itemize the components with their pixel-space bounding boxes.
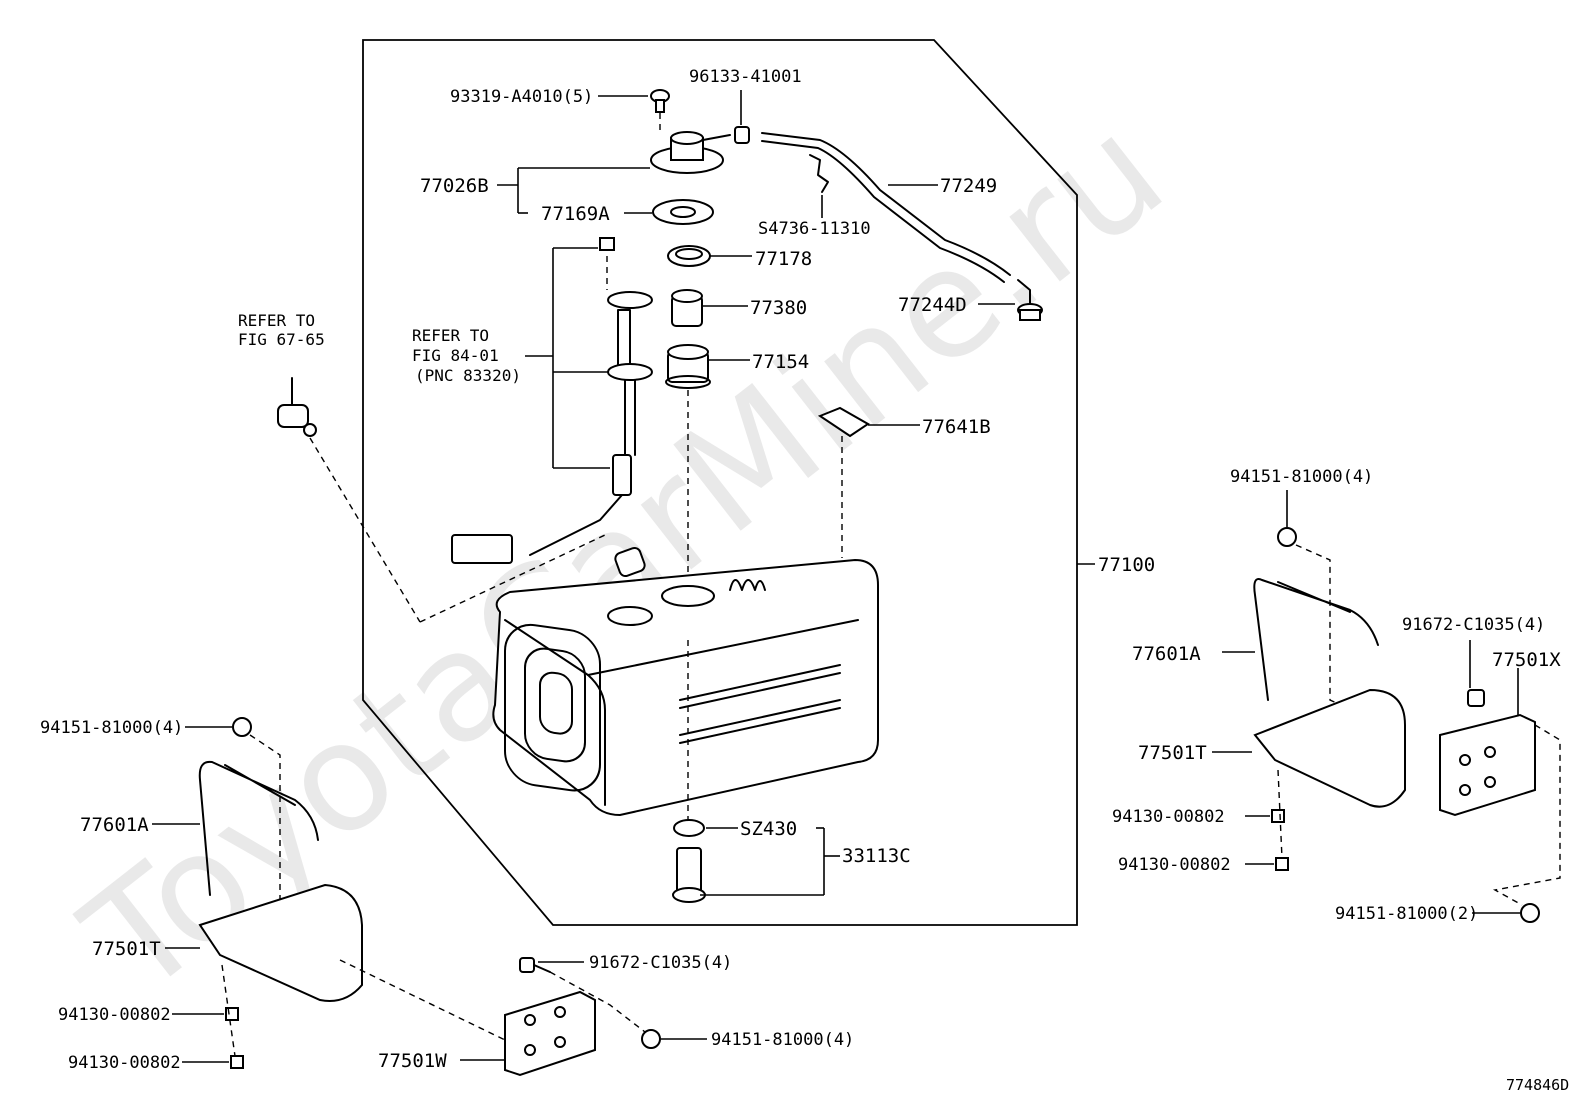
tank-pad-icon <box>817 406 870 438</box>
left-strap-icon <box>198 760 319 896</box>
right-nut-bottom-icon <box>1520 903 1540 923</box>
fuel-filter-icon <box>671 289 703 327</box>
refer-left-line1: REFER TO <box>238 311 315 330</box>
label-r-91672: 91672-C1035(4) <box>1402 615 1545 635</box>
label-77169a: 77169A <box>541 203 610 225</box>
figure-id: 774846D <box>1506 1076 1569 1094</box>
label-77641b: 77641B <box>922 416 991 438</box>
label-77380: 77380 <box>750 297 807 319</box>
label-l-94151: 94151-81000(4) <box>40 718 183 738</box>
label-r-94130-b: 94130-00802 <box>1118 855 1231 875</box>
right-nut-top-icon <box>1277 527 1297 547</box>
hose-fitting-icon <box>1017 279 1043 321</box>
sender-gasket-icon <box>652 199 714 225</box>
bottom-bracket-icon <box>504 990 596 1077</box>
label-b-77501w: 77501W <box>378 1050 447 1072</box>
hose-clamp-icon <box>734 126 750 144</box>
label-r-94151-top: 94151-81000(4) <box>1230 467 1373 487</box>
label-33113c: 33113C <box>842 845 911 867</box>
right-bolt-icon <box>1467 689 1485 707</box>
screw-93319-icon <box>650 89 670 113</box>
label-s4736: S4736-11310 <box>758 219 871 239</box>
bottom-nut-icon <box>641 1029 661 1049</box>
label-l-94130-a: 94130-00802 <box>58 1005 171 1025</box>
right-strap-icon <box>1253 578 1379 701</box>
refer-center-line1: REFER TO <box>412 326 489 345</box>
label-l-77501t: 77501T <box>92 938 161 960</box>
label-77244d: 77244D <box>898 294 967 316</box>
drain-plug-icon <box>672 847 706 903</box>
fuel-valve-icon <box>277 377 317 437</box>
left-nut-b-icon <box>230 1055 244 1069</box>
filler-cap-icon <box>665 344 711 389</box>
sender-screw-icon <box>599 237 615 251</box>
fuel-sender-cover-icon <box>650 131 731 174</box>
label-r-77501t: 77501T <box>1138 742 1207 764</box>
hose-clip-icon <box>809 154 829 193</box>
label-b-91672: 91672-C1035(4) <box>589 953 732 973</box>
fuel-tank-icon <box>492 546 879 817</box>
label-sz430: SZ430 <box>740 818 797 840</box>
vent-hose-icon <box>761 132 1011 276</box>
right-nut-a-icon <box>1271 809 1285 823</box>
label-96133: 96133-41001 <box>689 67 802 87</box>
refer-center-line3: (PNC 83320) <box>415 366 521 385</box>
bottom-bolt-icon <box>519 957 551 973</box>
left-cradle-icon <box>198 883 363 1002</box>
right-bracket-icon <box>1439 713 1536 817</box>
label-r-77601a: 77601A <box>1132 643 1201 665</box>
drain-gasket-icon <box>673 819 705 837</box>
right-nut-b-icon <box>1275 857 1289 871</box>
label-r-94151-bot: 94151-81000(2) <box>1335 904 1478 924</box>
right-cradle-icon <box>1253 688 1406 808</box>
label-77154: 77154 <box>752 351 809 373</box>
fuel-gauge-sender-icon <box>451 291 653 564</box>
label-93319: 93319-A4010(5) <box>450 87 593 107</box>
label-77178: 77178 <box>755 248 812 270</box>
label-l-94130-b: 94130-00802 <box>68 1053 181 1073</box>
refer-center-line2: FIG 84-01 <box>412 346 499 365</box>
assembly-frame <box>362 39 1078 926</box>
label-r-94130-a: 94130-00802 <box>1112 807 1225 827</box>
label-r-77501x: 77501X <box>1492 649 1561 671</box>
label-77249: 77249 <box>940 175 997 197</box>
label-77026b: 77026B <box>420 175 489 197</box>
left-nut-icon <box>232 717 252 737</box>
label-l-77601a: 77601A <box>80 814 149 836</box>
label-b-94151: 94151-81000(4) <box>711 1030 854 1050</box>
label-77100: 77100 <box>1098 554 1155 576</box>
refer-left-line2: FIG 67-65 <box>238 330 325 349</box>
